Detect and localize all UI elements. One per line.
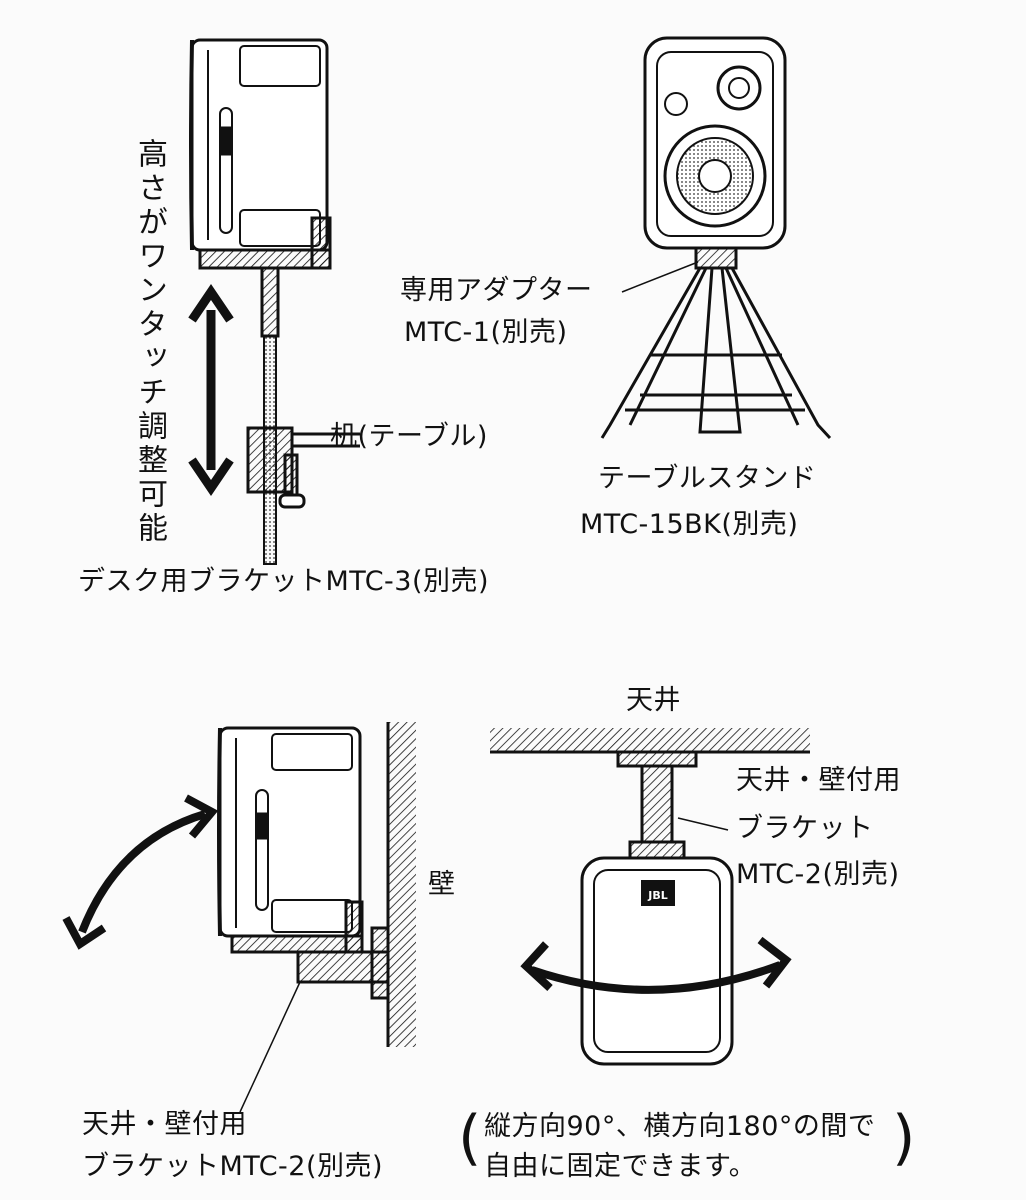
adapter-label-line1: 専用アダプター <box>400 275 593 306</box>
height-adjust-arrow <box>188 283 234 497</box>
ceiling-bracket-mtc2 <box>616 750 698 860</box>
wall-label: 壁 <box>428 869 456 900</box>
desk-label: 机(テーブル) <box>330 421 488 452</box>
ceiling-bracket-label-line1: 天井・壁付用 <box>736 765 901 796</box>
table-stand-illustration <box>600 36 832 440</box>
desk-bracket-caption: デスク用ブラケットMTC-3(別売) <box>78 566 490 597</box>
swivel-arrow <box>520 936 792 994</box>
wall-hatch <box>386 722 416 1047</box>
height-adjust-note: 高さがワンタッチ調整可能 <box>132 138 167 546</box>
stand-label-line1: テーブルスタンド <box>598 463 817 494</box>
ceiling-bracket-leader-line <box>677 817 729 831</box>
ceiling-label: 天井 <box>626 685 681 716</box>
ceiling-hatch <box>490 728 810 754</box>
desk-bracket-mount <box>198 216 360 565</box>
jbl-logo-badge <box>641 880 675 906</box>
note-close-paren: ) <box>892 1103 916 1173</box>
ceiling-mount-illustration: JBL <box>490 728 810 1066</box>
note-open-paren: ( <box>458 1103 482 1173</box>
wall-bracket-mtc2 <box>230 900 390 1000</box>
ceiling-speaker: JBL <box>580 856 734 1066</box>
ceiling-bracket-label-line2: ブラケット <box>736 813 874 844</box>
desk-bracket-illustration <box>188 38 360 565</box>
speaker-side-view <box>189 38 329 252</box>
speaker-front-view <box>643 36 787 250</box>
wall-bracket-label-line2: ブラケットMTC-2(別売) <box>82 1151 384 1182</box>
wall-bracket-leader-line <box>239 981 301 1113</box>
wall-bracket-label-line1: 天井・壁付用 <box>82 1109 247 1140</box>
jbl-logo-text: JBL <box>647 889 668 902</box>
angle-note-line1: 縦方向90°、横方向180°の間で <box>484 1111 876 1142</box>
angle-note-line2: 自由に固定できます。 <box>484 1151 757 1182</box>
stand-label-line2: MTC-15BK(別売) <box>580 509 799 540</box>
wall-mount-illustration <box>62 722 416 1113</box>
tilt-arrow <box>62 794 219 950</box>
adapter-mtc1 <box>694 246 738 270</box>
ceiling-bracket-label-line3: MTC-2(別売) <box>736 859 900 890</box>
adapter-leader-line <box>621 261 699 293</box>
wall-speaker-side-view <box>217 726 362 938</box>
stand-legs <box>600 267 832 440</box>
adapter-label-line2: MTC-1(別売) <box>404 317 568 348</box>
